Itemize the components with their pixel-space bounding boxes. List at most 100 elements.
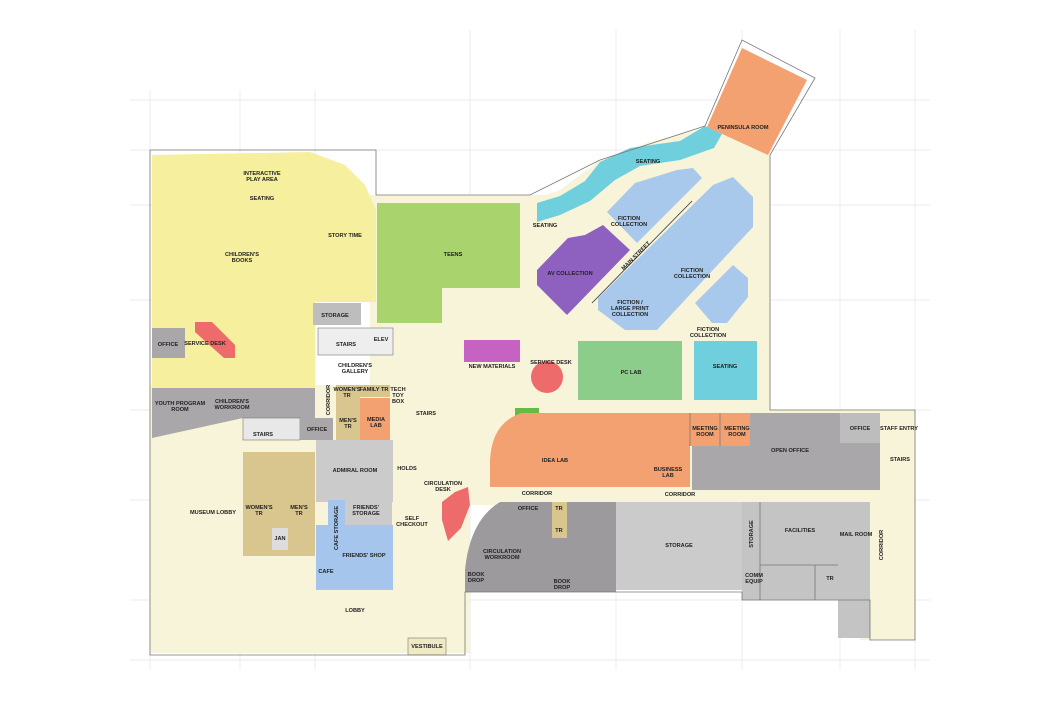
- label-tr-3: TR: [826, 576, 833, 582]
- label-tr-2: TR: [555, 528, 562, 534]
- circulation-desk: [442, 487, 470, 541]
- seating-curve-area: [537, 126, 722, 222]
- label-friends-shop: FRIENDS' SHOP: [342, 553, 386, 559]
- label-story-time: STORY TIME: [328, 233, 362, 239]
- label-office-corridor: OFFICE: [307, 427, 328, 433]
- office-corridor-room: [300, 418, 333, 440]
- label-office-east: OFFICE: [850, 426, 871, 432]
- label-stairs-east: STAIRS: [890, 457, 910, 463]
- label-corridor-east: CORRIDOR: [879, 530, 885, 560]
- av-collection-area: [537, 225, 630, 315]
- office-east-room: [840, 413, 880, 443]
- admiral-room-area: [316, 440, 393, 502]
- label-museum-lobby: MUSEUM LOBBY: [190, 510, 236, 516]
- open-office-area: [692, 413, 880, 490]
- family-tr-room: [360, 385, 390, 397]
- label-stairs-center: STAIRS: [336, 342, 356, 348]
- label-teens: TEENS: [444, 252, 463, 258]
- label-idea-lab: IDEA LAB: [542, 458, 568, 464]
- fiction-collection-north-area: [607, 168, 702, 243]
- storage-large-area: [616, 502, 742, 590]
- stairs-elev-core: [317, 327, 394, 356]
- seating-pc-area: [694, 341, 757, 400]
- facilities-area: [742, 502, 838, 600]
- teens-area: [377, 203, 520, 323]
- label-seating-west: SEATING: [533, 223, 557, 229]
- idea-lab-area: [490, 413, 750, 487]
- label-mail-room: MAIL ROOM: [840, 532, 873, 538]
- label-admiral-room: ADMIRAL ROOM: [333, 468, 378, 474]
- meeting-room-walls: [689, 413, 721, 446]
- jan-room: [272, 528, 288, 550]
- tr-circ-rooms: [552, 502, 567, 538]
- media-lab-room: [360, 398, 390, 440]
- cafe-friends-shop-area: [316, 500, 393, 590]
- office-children-room: [152, 328, 185, 358]
- label-service-desk-children: SERVICE DESK: [184, 341, 226, 347]
- label-holds: HOLDS: [397, 466, 417, 472]
- peninsula-room-area: [707, 48, 807, 155]
- new-materials-area: [464, 340, 520, 362]
- facility-walls: [759, 502, 838, 600]
- label-cafe-storage: CAFE STORAGE: [334, 506, 340, 551]
- circulation-workroom-area: [465, 502, 616, 592]
- green-counter: [515, 408, 539, 416]
- label-peninsula-room: PENINSULA ROOM: [717, 125, 768, 131]
- label-service-desk-main: SERVICE DESK: [530, 360, 572, 366]
- label-lobby: LOBBY: [345, 608, 365, 614]
- pc-lab-area: [578, 341, 682, 400]
- label-vestibule: VESTIBULE: [411, 644, 443, 650]
- storage-small-room: [313, 303, 361, 325]
- label-open-office: OPEN OFFICE: [771, 448, 809, 454]
- service-desk-children: [195, 322, 235, 358]
- label-office-children: OFFICE: [158, 342, 179, 348]
- label-seating-curve: SEATING: [636, 159, 660, 165]
- label-new-materials: NEW MATERIALS: [469, 364, 516, 370]
- main-street-arrow: [591, 200, 693, 304]
- label-pc-lab: PC LAB: [621, 370, 642, 376]
- label-cafe: CAFE: [318, 569, 333, 575]
- label-corridor-1: CORRIDOR: [522, 491, 552, 497]
- service-desk-main: [531, 361, 563, 393]
- label-seating-pc: SEATING: [713, 364, 737, 370]
- label-family-tr: FAMILY TR: [360, 387, 389, 393]
- mail-room-area: [838, 502, 870, 638]
- label-storage-narrow: STORAGE: [749, 520, 755, 548]
- label-elev: ELEV: [374, 337, 389, 343]
- label-friends-storage: FRIENDS'STORAGE: [352, 505, 380, 517]
- label-seating-children: SEATING: [250, 196, 274, 202]
- friends-storage-area: [345, 500, 392, 525]
- label-storage-large: STORAGE: [665, 543, 693, 549]
- label-av-collection: AV COLLECTION: [547, 271, 592, 277]
- label-stairs-workroom: STAIRS: [253, 432, 273, 438]
- fiction-collection-center-area: [598, 177, 753, 330]
- label-corridor-2: CORRIDOR: [665, 492, 695, 498]
- fiction-collection-east-area: [695, 265, 748, 323]
- label-jan: JAN: [274, 536, 285, 542]
